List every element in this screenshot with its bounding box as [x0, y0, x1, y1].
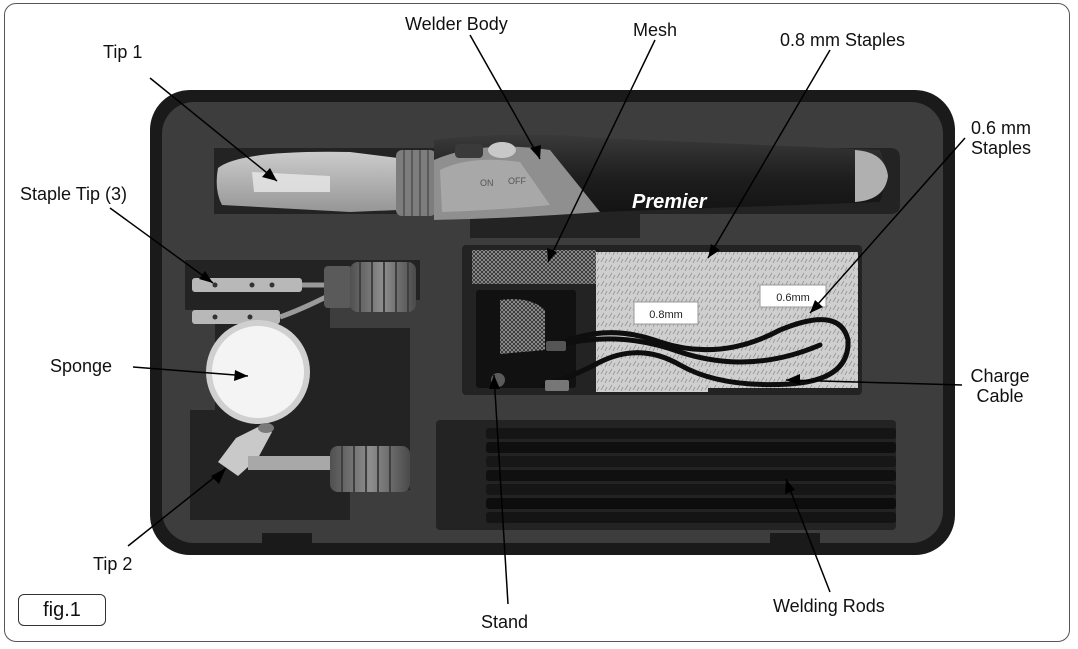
leader-charge-cable: [785, 379, 963, 386]
welding-rods: [486, 428, 896, 523]
switch-on-marking: ON: [480, 178, 494, 188]
brand-logo: Premier: [632, 191, 708, 213]
label-tip-2: Tip 2: [93, 554, 133, 574]
label-charge-cable-line2: Cable: [976, 386, 1024, 406]
switch-off-marking: OFF: [508, 176, 526, 186]
label-stand: Stand: [481, 612, 529, 632]
label-welder-body: Welder Body: [405, 14, 508, 34]
mesh-part: [472, 250, 596, 284]
leader-tip2: [127, 467, 227, 547]
tip-2-part: [218, 423, 410, 492]
leader-lines: [109, 34, 966, 605]
arrow-charge-cable: [786, 374, 800, 385]
arrow-welder-body: [530, 145, 541, 159]
diagram-frame: [4, 3, 1070, 642]
bag-06-label: 0.6mm: [776, 292, 810, 304]
label-0-6mm-staples-line2: Staples: [970, 138, 1032, 158]
arrow-staples-08: [708, 244, 720, 258]
leader-sponge: [132, 366, 249, 377]
label-charge-cable: Charge Cable: [960, 366, 1040, 406]
leader-staples-08: [707, 49, 831, 259]
figure-label: fig.1: [18, 594, 106, 626]
arrow-sponge: [234, 370, 248, 381]
label-staple-tip: Staple Tip (3): [20, 184, 128, 204]
label-0-6mm-staples-line1: 0.6 mm: [970, 118, 1031, 138]
arrow-tip2: [211, 468, 226, 484]
charge-cable: [542, 317, 851, 391]
leader-welding-rods: [785, 478, 831, 593]
leader-arrowheads: [199, 145, 823, 494]
arrow-welding-rods: [785, 479, 795, 494]
arrow-staples-06: [810, 300, 823, 313]
leader-welder-body: [469, 34, 541, 160]
arrow-mesh: [547, 248, 557, 262]
bag-08-label: 0.8mm: [649, 309, 683, 321]
label-welding-rods: Welding Rods: [773, 596, 885, 616]
leader-tip1: [149, 77, 278, 182]
label-mesh: Mesh: [633, 20, 678, 40]
stand-part: [476, 290, 576, 388]
welder-body: Premier ON OFF: [216, 134, 888, 220]
leader-staple-tip: [109, 207, 214, 284]
label-charge-cable-line1: Charge: [970, 366, 1030, 386]
label-sponge: Sponge: [50, 356, 113, 376]
leader-stand: [493, 374, 509, 605]
arrow-stand: [489, 375, 500, 389]
label-0-6mm-staples: 0.6 mm Staples: [966, 118, 1036, 158]
arrow-staple-tip: [199, 271, 213, 283]
sponge: [206, 320, 310, 424]
label-0-8mm-staples: 0.8 mm Staples: [780, 30, 906, 50]
label-tip-1: Tip 1: [103, 42, 143, 62]
leader-mesh: [547, 39, 656, 263]
arrow-tip1: [262, 168, 277, 181]
leader-staples-06: [809, 137, 966, 314]
staple-tips: [192, 262, 416, 324]
